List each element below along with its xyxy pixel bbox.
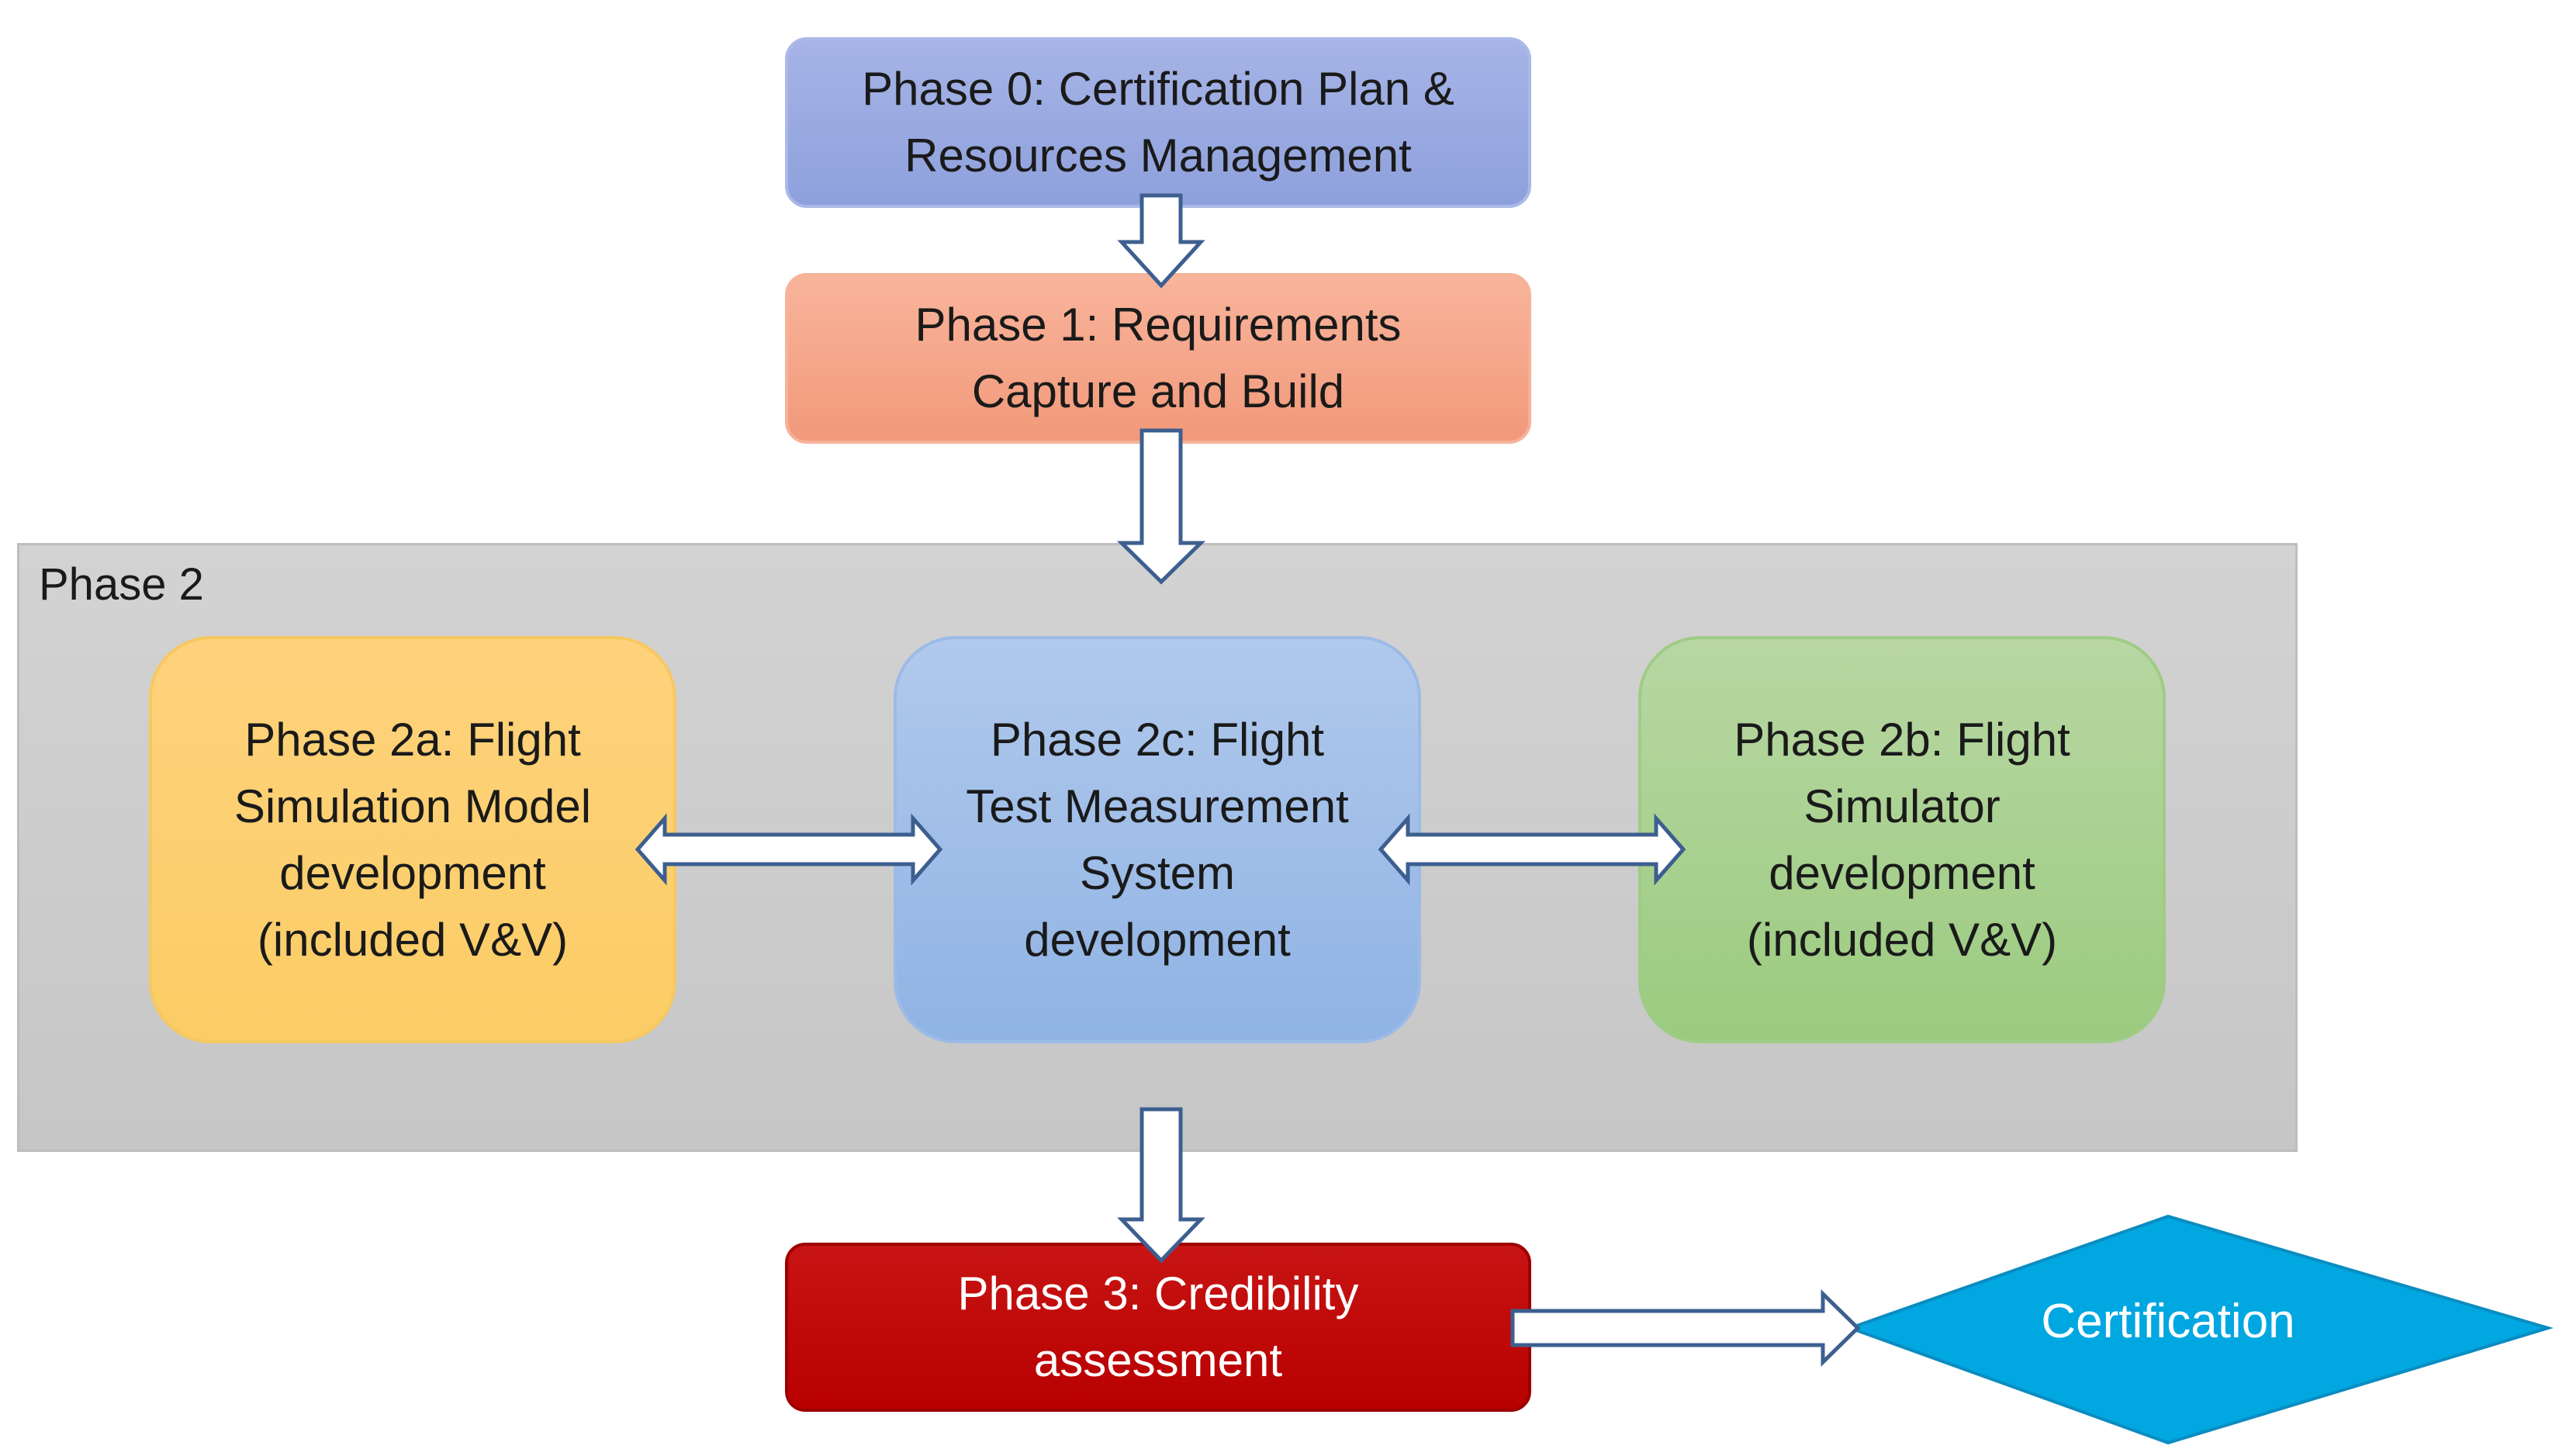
certification-label: Certification — [2041, 1295, 2295, 1348]
phase3-box: Phase 3: Credibility assessment — [785, 1243, 1531, 1412]
phase2-group-label: Phase 2 — [39, 559, 204, 610]
phase1-box: Phase 1: Requirements Capture and Build — [785, 273, 1531, 444]
phase2a-box: Phase 2a: Flight Simulation Model develo… — [149, 636, 676, 1043]
phase2b-box: Phase 2b: Flight Simulator development (… — [1638, 636, 2166, 1043]
